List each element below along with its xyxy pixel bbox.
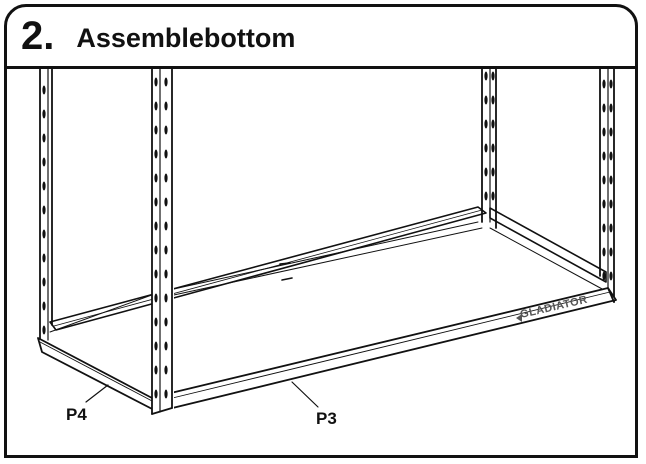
upright-slot <box>609 151 613 161</box>
upright-slot <box>164 197 168 207</box>
upright-slot <box>164 245 168 255</box>
upright-slot <box>602 175 606 185</box>
right-side-rail <box>489 207 607 291</box>
upright-slot <box>484 95 488 105</box>
upright-slot <box>602 151 606 161</box>
upright-slot <box>609 175 613 185</box>
upright-slot <box>609 127 613 137</box>
upright-slot <box>42 85 46 95</box>
upright-slot <box>154 101 158 111</box>
step-header: 2. Assemblebottom <box>7 7 635 69</box>
upright-slot <box>154 197 158 207</box>
upright-slot <box>42 133 46 143</box>
upright-slot <box>154 125 158 135</box>
upright-slot <box>164 293 168 303</box>
upright-slot <box>602 103 606 113</box>
upright-slot <box>164 389 168 399</box>
upright-slot <box>164 173 168 183</box>
upright-slot <box>602 271 606 281</box>
upright-slot <box>154 221 158 231</box>
upright-slot <box>609 103 613 113</box>
upright-slot <box>609 199 613 209</box>
upright-slot <box>164 101 168 111</box>
upright-slot <box>42 157 46 167</box>
upright-slot <box>491 71 495 81</box>
upright-slot <box>602 79 606 89</box>
upright-slot <box>42 277 46 287</box>
upright-slot <box>154 389 158 399</box>
upright-slot <box>602 247 606 257</box>
shelf-deck <box>159 221 483 299</box>
upright-slot <box>491 95 495 105</box>
upright-slot <box>491 191 495 201</box>
upright-slot <box>164 317 168 327</box>
upright-slot <box>42 253 46 263</box>
part-label-p3: P3 <box>316 409 337 428</box>
upright-slots <box>42 71 613 399</box>
upright-slot <box>154 341 158 351</box>
step-number: 2. <box>21 14 55 58</box>
upright-slot <box>154 293 158 303</box>
brand-marking: GLADIATOR <box>519 294 589 321</box>
upright-slot <box>154 317 158 327</box>
upright-slot <box>484 167 488 177</box>
upright-slot <box>154 245 158 255</box>
upright-slot <box>484 119 488 129</box>
upright-slot <box>42 205 46 215</box>
brand-arrow-icon <box>516 314 522 322</box>
upright-slot <box>42 181 46 191</box>
step-title: Assemblebottom <box>76 23 296 53</box>
upright-slot <box>164 341 168 351</box>
upright-slot <box>42 229 46 239</box>
upright-slot <box>154 173 158 183</box>
upright-slot <box>484 143 488 153</box>
p4-leader-line <box>85 384 109 403</box>
upright-slot <box>164 365 168 375</box>
upright-slot <box>154 269 158 279</box>
upright-slot <box>154 77 158 87</box>
upright-front-right-foot <box>607 287 615 303</box>
upright-slot <box>484 71 488 81</box>
upright-slot <box>42 325 46 335</box>
upright-slot <box>609 247 613 257</box>
upright-slot <box>484 191 488 201</box>
upright-slot <box>154 365 158 375</box>
upright-slot <box>42 301 46 311</box>
upright-slot <box>164 125 168 135</box>
upright-slot <box>164 149 168 159</box>
upright-slot <box>491 119 495 129</box>
upright-slot <box>164 269 168 279</box>
upright-slot <box>609 223 613 233</box>
p3-leader-line <box>291 381 319 408</box>
upright-slot <box>602 223 606 233</box>
upright-slot <box>491 143 495 153</box>
upright-slot <box>602 199 606 209</box>
upright-slot <box>609 271 613 281</box>
upright-slot <box>609 79 613 89</box>
upright-slot <box>491 167 495 177</box>
upright-front-left <box>151 69 174 415</box>
upright-back-left <box>39 69 53 341</box>
upright-slot <box>42 109 46 119</box>
upright-front-right <box>599 69 615 303</box>
upright-back-right <box>481 69 497 229</box>
upright-slot <box>154 149 158 159</box>
upright-slot <box>602 127 606 137</box>
upright-slot <box>164 221 168 231</box>
upright-slot <box>164 77 168 87</box>
part-label-p4: P4 <box>66 405 87 424</box>
